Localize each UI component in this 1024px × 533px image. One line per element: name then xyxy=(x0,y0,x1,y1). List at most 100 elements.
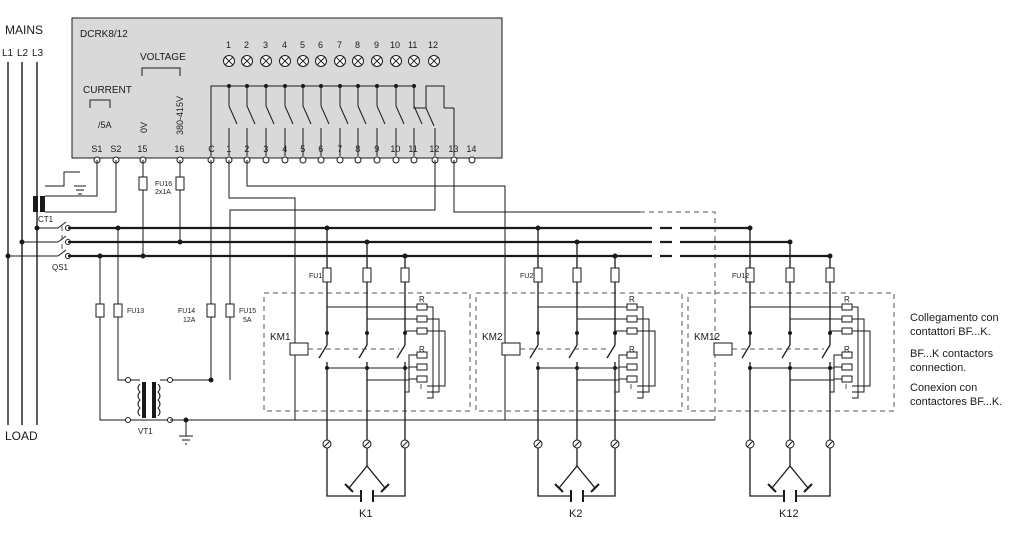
lamp-number-10: 10 xyxy=(390,40,400,50)
terminal-label-2: 2 xyxy=(244,144,249,154)
step-fuse-label: FU2 xyxy=(520,273,533,280)
capacitor-label: K2 xyxy=(569,508,582,520)
lamp-11-icon xyxy=(408,55,420,67)
terminal-9 xyxy=(373,156,381,164)
zero-volt-label: 0V xyxy=(139,122,149,133)
current-rating: /5A xyxy=(98,120,112,130)
terminal-label-5: 5 xyxy=(300,144,305,154)
note-it-1: Collegamento con xyxy=(910,312,999,324)
terminal-label-c: C xyxy=(208,144,215,154)
fuse-fu16: FU16 2x1A xyxy=(138,176,185,196)
terminal-label-4: 4 xyxy=(282,144,287,154)
voltage-label: VOLTAGE xyxy=(140,52,186,63)
fuse-element xyxy=(362,267,372,283)
terminal-label-s2: S2 xyxy=(110,144,121,154)
wire-output-12 xyxy=(229,160,436,380)
note-it-2: contattori BF...K. xyxy=(910,326,991,338)
lamp-number-8: 8 xyxy=(355,40,360,50)
capacitor-label: K12 xyxy=(779,508,799,520)
svg-text:2x1A: 2x1A xyxy=(155,189,171,196)
resistor-label: R xyxy=(844,345,850,354)
terminal-11 xyxy=(410,156,418,164)
current-transformer-ct1: CT1 xyxy=(33,196,54,224)
svg-text:FU13: FU13 xyxy=(127,308,144,315)
terminal-label-14: 14 xyxy=(466,144,476,154)
fuse-element xyxy=(322,267,332,283)
svg-text:5A: 5A xyxy=(243,317,252,324)
contactor-coil xyxy=(713,342,733,356)
fuse-element xyxy=(785,267,795,283)
svg-text:FU16: FU16 xyxy=(155,181,172,188)
terminal-3 xyxy=(262,156,270,164)
resistor-label: R xyxy=(629,345,635,354)
phase-label-l1: L1 xyxy=(2,48,14,59)
resistor-label: R xyxy=(419,345,425,354)
wire-ct-s1 xyxy=(45,160,98,197)
lamp-number-6: 6 xyxy=(318,40,323,50)
terminal-8 xyxy=(354,156,362,164)
lamp-number-11: 11 xyxy=(408,40,417,50)
phase-label-l3: L3 xyxy=(32,48,44,59)
terminal-5 xyxy=(299,156,307,164)
lamp-6-icon xyxy=(315,55,327,67)
lamp-2-icon xyxy=(241,55,253,67)
lamp-12-icon xyxy=(428,55,440,67)
lamp-number-12: 12 xyxy=(428,40,438,50)
terminal-6 xyxy=(317,156,325,164)
terminal-10 xyxy=(392,156,400,164)
fuse-element xyxy=(610,267,620,283)
lamp-number-3: 3 xyxy=(263,40,268,50)
fuse-element xyxy=(533,267,543,283)
lamp-number-4: 4 xyxy=(282,40,287,50)
contactor-label: KM2 xyxy=(482,332,503,343)
wire-output-13 xyxy=(453,160,640,213)
step-fuse-label: FU1 xyxy=(309,273,322,280)
fuse-element xyxy=(572,267,582,283)
contactor-enclosure xyxy=(687,292,895,412)
wire-output-2 xyxy=(246,160,506,420)
mains-title: MAINS xyxy=(5,23,43,37)
wire-ct-s2 xyxy=(45,160,117,213)
resistor-label: R xyxy=(844,295,850,304)
contactor-label: KM12 xyxy=(694,332,721,343)
terminal-label-8: 8 xyxy=(355,144,360,154)
load-label: LOAD xyxy=(5,429,38,443)
lamp-8-icon xyxy=(352,55,364,67)
fuse-fu13: FU13 xyxy=(95,303,144,318)
note-es-2: contactores BF...K. xyxy=(910,396,1002,408)
voltage-transformer-vt1: VT1 xyxy=(125,377,214,445)
contactor-label: KM1 xyxy=(270,332,291,343)
lamp-number-2: 2 xyxy=(244,40,249,50)
lamp-3-icon xyxy=(260,55,272,67)
svg-text:FU14: FU14 xyxy=(178,308,195,315)
fuse-element xyxy=(825,267,835,283)
terminal-label-s1: S1 xyxy=(91,144,102,154)
lamp-10-icon xyxy=(390,55,402,67)
resistor-label: R xyxy=(629,295,635,304)
terminal-label-7: 7 xyxy=(337,144,342,154)
svg-text:FU15: FU15 xyxy=(239,308,256,315)
fuse-element xyxy=(745,267,755,283)
terminal-7 xyxy=(336,156,344,164)
terminal-label-16: 16 xyxy=(174,144,184,154)
lamp-1-icon xyxy=(223,55,235,67)
capacitor-label: K1 xyxy=(359,508,372,520)
lamp-4-icon xyxy=(279,55,291,67)
note-en-2: connection. xyxy=(910,362,966,374)
svg-text:CT1: CT1 xyxy=(38,215,54,224)
terminal-14 xyxy=(468,156,476,164)
step-fuse-label: FU12 xyxy=(732,273,749,280)
relay-contacts xyxy=(210,84,455,156)
terminal-label-13: 13 xyxy=(448,144,458,154)
wire-output-1 xyxy=(228,160,296,420)
contactor-coil xyxy=(501,342,521,356)
current-label: CURRENT xyxy=(83,85,132,96)
note-es-1: Conexion con xyxy=(910,382,977,394)
isolator-switch-qs1: QS1 xyxy=(8,221,71,272)
